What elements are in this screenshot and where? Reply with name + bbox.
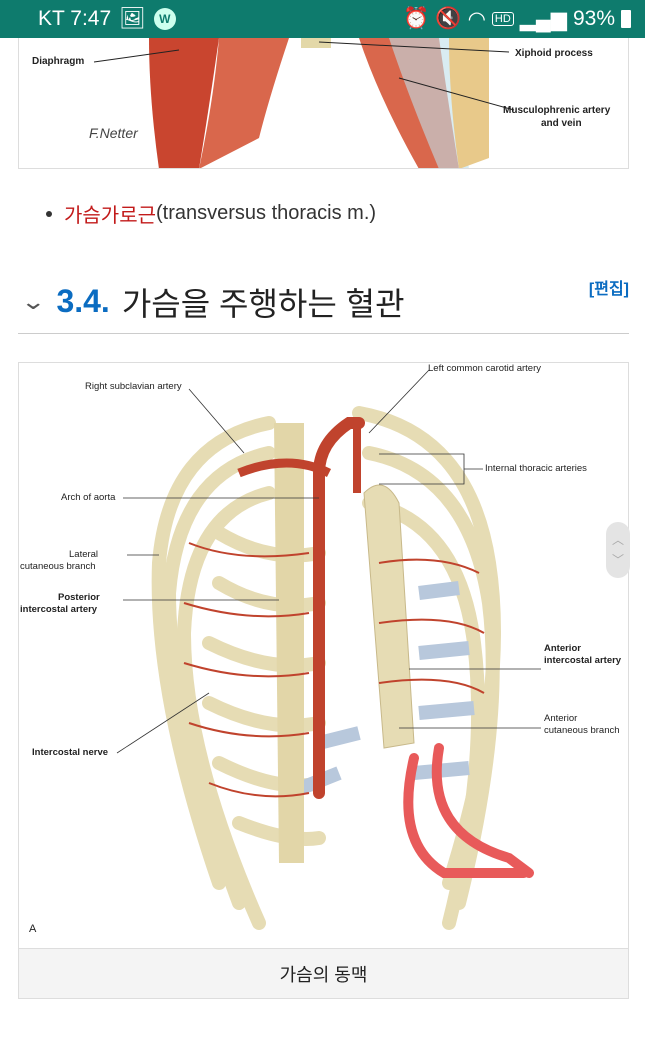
label-diaphragm: Diaphragm	[32, 56, 85, 67]
label-anterior-2: intercostal artery	[544, 655, 622, 666]
alarm-icon: ⏰	[403, 7, 430, 30]
wifi-icon: ◠	[467, 7, 486, 31]
chevron-down-icon[interactable]: ﹀	[611, 553, 624, 567]
edit-link[interactable]: [편집]	[588, 281, 629, 298]
label-internal-thoracic: Internal thoracic arteries	[485, 463, 587, 474]
mute-icon: 🔇	[435, 7, 462, 30]
label-xiphoid: Xiphoid process	[515, 48, 593, 59]
diaphragm-illustration: F.Netter	[89, 38, 515, 168]
scroll-buttons[interactable]: ︿ ﹀	[606, 522, 630, 578]
label-anterior-1: Anterior	[544, 643, 581, 654]
label-musculophrenic-1: Musculophrenic artery	[503, 105, 611, 116]
muscle-link[interactable]: 가슴가로근	[64, 205, 156, 227]
hd-badge: HD	[491, 12, 514, 26]
chevron-down-icon[interactable]: ⌄	[20, 288, 47, 314]
label-left-carotid: Left common carotid artery	[428, 363, 541, 374]
status-bar: KT 7:47 🖼 W ⏰ 🔇 ◠ HD ▂▄▆ 93%	[0, 0, 645, 38]
label-arch: Arch of aorta	[61, 492, 116, 503]
label-right-subclavian: Right subclavian artery	[85, 381, 182, 392]
battery-icon	[621, 10, 631, 28]
bullet-text: (transversus thoracis m.)	[156, 202, 377, 224]
section-number: 3.4.	[56, 283, 110, 319]
battery-level: 93%	[572, 7, 615, 30]
chevron-up-icon[interactable]: ︿	[611, 533, 624, 547]
image-icon: 🖼	[119, 7, 146, 30]
label-ant-cut-1: Anterior	[544, 713, 578, 724]
section-heading[interactable]: ⌄ 3.4. 가슴을 주행하는 혈관	[18, 270, 629, 334]
label-posterior-1: Posterior	[58, 592, 100, 603]
app-icon: W	[153, 8, 176, 30]
label-musculophrenic-2: and vein	[541, 118, 582, 129]
arteries-figure[interactable]: Left common carotid artery Right subclav…	[18, 362, 629, 999]
label-intercostal-nerve: Intercostal nerve	[32, 747, 109, 758]
figure-caption: 가슴의 동맥	[19, 948, 628, 998]
label-lateral-1: Lateral	[69, 549, 99, 560]
netter-signature: F.Netter	[89, 125, 139, 141]
bullet-dot	[46, 210, 52, 217]
label-lateral-2: cutaneous branch	[20, 561, 96, 572]
label-ant-cut-2: cutaneous branch	[544, 725, 620, 736]
diaphragm-image[interactable]: F.Netter Diaphragm Xiphoid process Muscu…	[18, 38, 629, 169]
clock: KT 7:47	[38, 7, 112, 30]
panel-letter: A	[29, 923, 37, 935]
label-posterior-2: intercostal artery	[20, 604, 98, 615]
signal-icon: ▂▄▆	[519, 7, 567, 31]
list-item: 가슴가로근 (transversus thoracis m.)	[46, 199, 376, 228]
thorax-illustration	[116, 369, 541, 930]
section-title: 가슴을 주행하는 혈관	[121, 285, 405, 322]
